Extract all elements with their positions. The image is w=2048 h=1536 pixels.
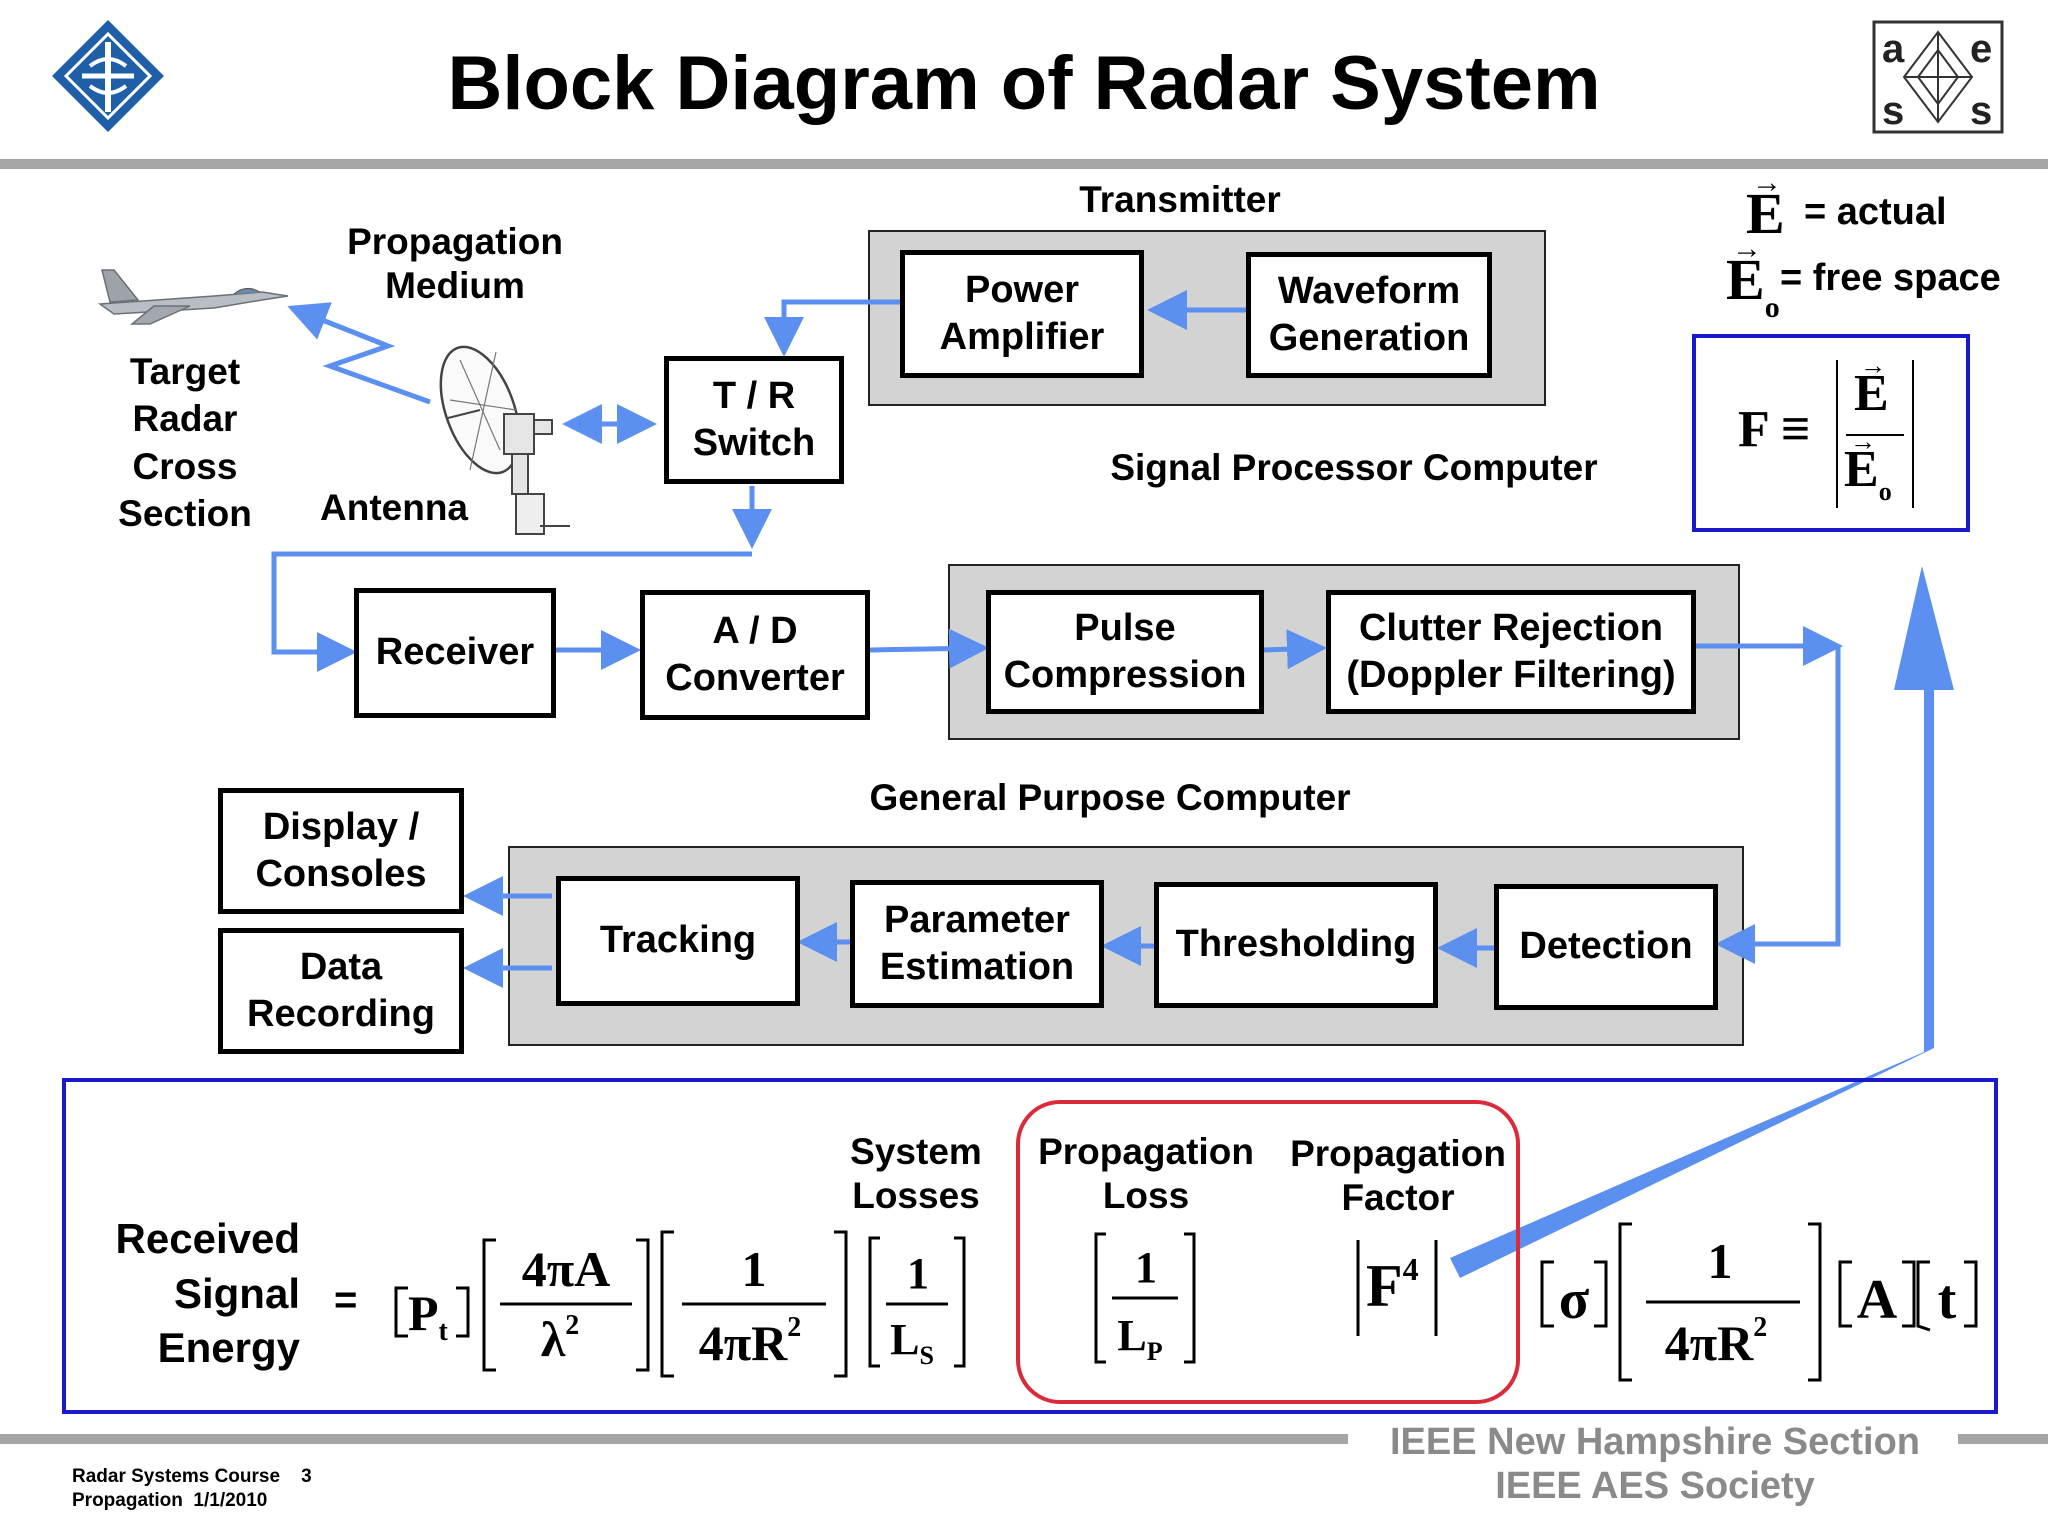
- f-superscript: 4: [1403, 1251, 1419, 1287]
- header-rule: [0, 159, 2048, 169]
- transmitter-label: Transmitter: [1079, 179, 1281, 220]
- display-consoles-block: Display /Consoles: [218, 788, 464, 914]
- fraction-bar: [1846, 434, 1904, 436]
- e-actual-text: = actual: [1804, 191, 1947, 233]
- f-symbol: F: [1366, 1253, 1403, 1319]
- gain-denominator-sup: 2: [565, 1310, 579, 1341]
- lp-numerator: 1: [1135, 1243, 1157, 1292]
- antenna-label: Antenna: [320, 487, 468, 528]
- svg-text:λ2: λ2: [541, 1310, 580, 1367]
- gain-denominator: λ: [541, 1311, 566, 1367]
- lp-subscript: P: [1147, 1337, 1163, 1366]
- f-formula-den: → Eo: [1844, 426, 1892, 506]
- tracking-block: Tracking: [556, 876, 800, 1006]
- svg-text:Pt: Pt: [408, 1285, 449, 1347]
- svg-text:s: s: [1970, 89, 1992, 133]
- abs-bar-left: [1836, 360, 1838, 508]
- f-formula-lhs: F ≡: [1738, 401, 1811, 458]
- svg-text:a: a: [1882, 27, 1905, 71]
- spread-denominator-sup: 2: [787, 1312, 801, 1343]
- ieee-logo: [48, 16, 168, 136]
- footer-lecture-line: Propagation 1/1/2010: [72, 1490, 268, 1511]
- spread-numerator: 1: [742, 1241, 767, 1297]
- ls-subscript: S: [919, 1341, 933, 1370]
- receiver-block: Receiver: [354, 588, 556, 718]
- lp-symbol: L: [1117, 1311, 1146, 1360]
- equals-sign: =: [334, 1278, 358, 1322]
- equation-frame: [62, 1078, 1998, 1414]
- area-symbol: A: [1857, 1269, 1898, 1331]
- svg-text:e: e: [1970, 27, 1992, 71]
- time-symbol: t: [1938, 1269, 1957, 1331]
- svg-text:F4: F4: [1366, 1251, 1419, 1319]
- antenna-dish-icon: [430, 340, 580, 536]
- svg-text:4πR2: 4πR2: [1665, 1312, 1768, 1371]
- propagation-highlight: [1016, 1100, 1520, 1404]
- received-signal-energy-label: Received Signal Energy: [115, 1215, 300, 1372]
- e-free-text: = free space: [1780, 257, 2001, 299]
- thresholding-block: Thresholding: [1154, 882, 1438, 1008]
- spread2-numerator: 1: [1708, 1233, 1733, 1289]
- spread-denominator: 4πR: [699, 1315, 788, 1371]
- svg-text:LS: LS: [890, 1315, 934, 1370]
- ls-numerator: 1: [907, 1249, 929, 1298]
- clutter-rejection-block: Clutter Rejection(Doppler Filtering): [1326, 590, 1696, 714]
- ieee-aes-label: IEEE AES Society: [1495, 1465, 1815, 1507]
- svg-text:LP: LP: [1117, 1311, 1162, 1366]
- footer-course-line: Radar Systems Course 3: [72, 1466, 312, 1487]
- abs-bar-right: [1912, 360, 1914, 508]
- footer-rule-left: [0, 1434, 1348, 1444]
- pt-symbol: P: [408, 1285, 439, 1341]
- svg-text:4πR2: 4πR2: [699, 1312, 802, 1371]
- signal-processor-label: Signal Processor Computer: [1110, 447, 1598, 488]
- svg-text:s: s: [1882, 89, 1904, 133]
- f-formula-num: → E: [1854, 350, 1889, 422]
- aircraft-icon: [94, 262, 290, 326]
- ls-symbol: L: [890, 1315, 919, 1364]
- spread2-denominator-sup: 2: [1753, 1312, 1767, 1343]
- page-title: Block Diagram of Radar System: [447, 41, 1601, 126]
- sigma-symbol: σ: [1559, 1269, 1590, 1331]
- gain-numerator: 4πA: [522, 1241, 611, 1297]
- pt-subscript: t: [439, 1316, 449, 1347]
- detection-block: Detection: [1494, 884, 1718, 1010]
- ieee-nh-label: IEEE New Hampshire Section: [1389, 1421, 1921, 1463]
- e-actual-symbol: → E: [1746, 166, 1785, 246]
- general-purpose-label: General Purpose Computer: [869, 777, 1351, 818]
- spread2-denominator: 4πR: [1665, 1315, 1754, 1371]
- f-formula-box: F ≡ → E → Eo: [1692, 334, 1970, 532]
- e-free-symbol: → Eo: [1726, 232, 1780, 324]
- aes-logo: a e s s: [1872, 20, 2004, 134]
- footer-rule-right: [1958, 1434, 2048, 1444]
